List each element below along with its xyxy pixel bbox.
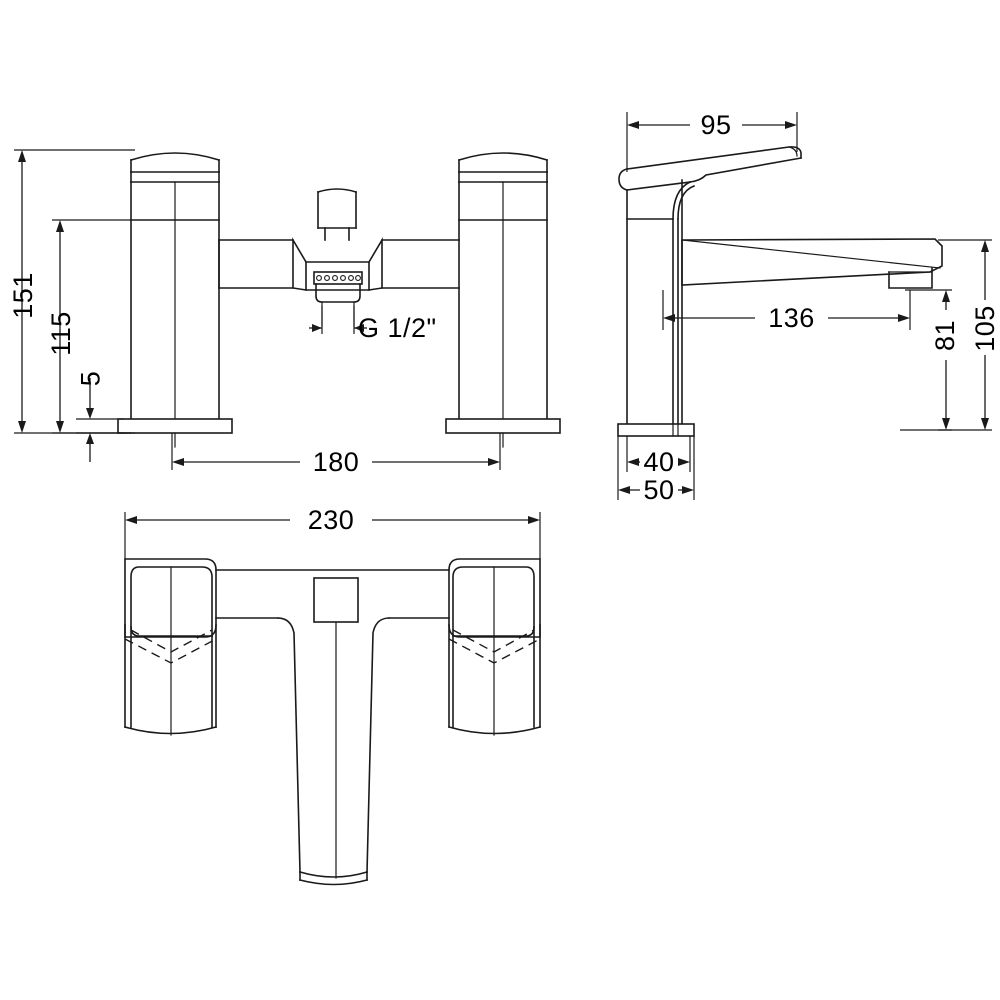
- side-lever-handle: [618, 146, 802, 191]
- dimension-front-thread: [309, 306, 367, 334]
- plan-spout: [277, 617, 390, 886]
- side-body-column: [626, 179, 696, 425]
- dimension-label-thread-g-half-inch: G 1/2": [358, 312, 437, 343]
- dimension-side-40: [626, 436, 691, 472]
- dimension-label-5: 5: [75, 370, 106, 386]
- dimension-label-50: 50: [643, 474, 675, 505]
- side-elevation-view: [617, 112, 992, 500]
- plan-view: [124, 512, 541, 886]
- plan-right-handle: [448, 558, 541, 736]
- front-spout-body: [292, 188, 383, 327]
- dimension-label-115: 115: [45, 310, 76, 356]
- side-base-plate: [617, 423, 695, 437]
- dimension-side-50: [617, 436, 695, 500]
- front-left-pillar: [117, 152, 233, 448]
- plan-left-handle: [124, 558, 217, 736]
- front-elevation-view: [14, 149, 561, 470]
- dimension-label-136: 136: [768, 302, 815, 333]
- side-spout-arm: [681, 238, 943, 289]
- dimension-label-105: 105: [969, 304, 1000, 352]
- plan-diverter-square: [313, 577, 359, 623]
- dimension-label-95: 95: [700, 109, 732, 140]
- dimension-front-5: [76, 378, 124, 462]
- plan-crossbar: [215, 569, 450, 619]
- dimension-label-40: 40: [643, 446, 675, 477]
- dimension-side-105: [938, 239, 992, 431]
- dimension-label-180: 180: [312, 446, 360, 477]
- dimension-label-230: 230: [307, 504, 355, 535]
- dimension-plan-230: [124, 512, 541, 560]
- dimension-label-151: 151: [7, 271, 38, 319]
- front-right-pillar: [445, 152, 561, 448]
- dimension-front-180: [171, 433, 501, 470]
- dimension-side-136: [662, 290, 911, 330]
- dimension-side-95: [626, 112, 798, 172]
- front-crossbar: [218, 239, 460, 289]
- dimension-front-115: [52, 219, 131, 434]
- dimension-label-81: 81: [930, 319, 961, 351]
